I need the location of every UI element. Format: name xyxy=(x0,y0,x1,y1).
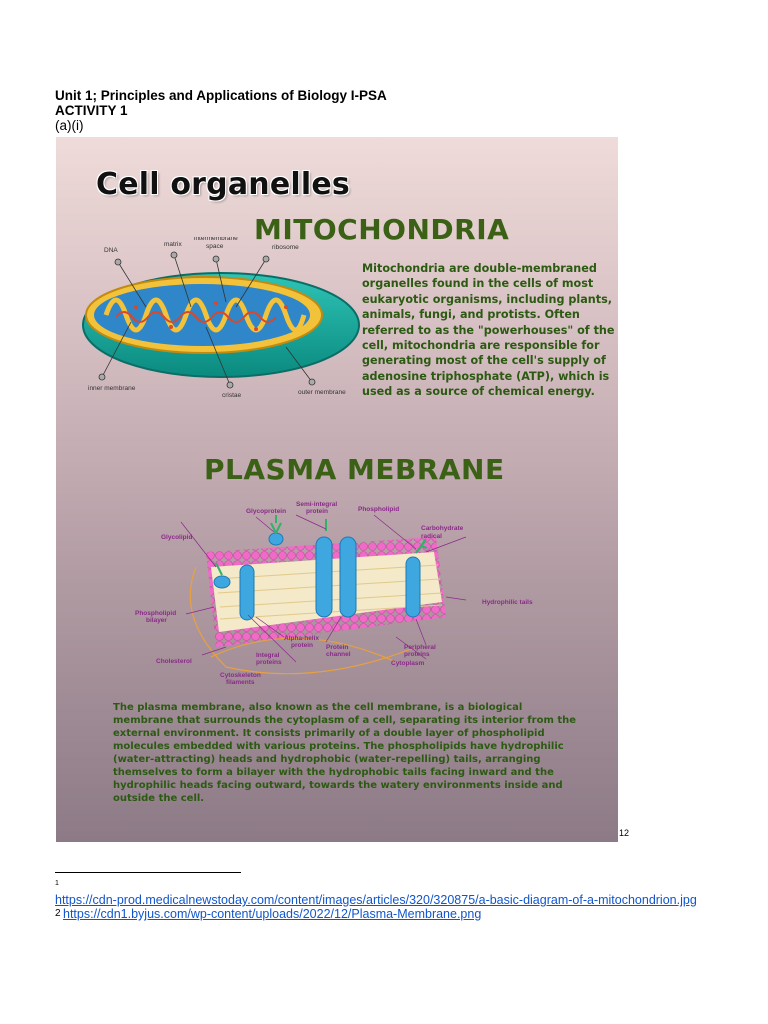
label-protein-channel-2: channel xyxy=(326,651,351,658)
label-alpha-helix-1: Alpha-helix xyxy=(284,635,319,642)
label-cytoskeleton-2: filaments xyxy=(226,679,255,686)
plasma-membrane-diagram: Glycoprotein Semi-integral protein Phosp… xyxy=(135,501,533,686)
mitochondrion-diagram: DNA matrix intermembrane space ribosome … xyxy=(82,237,360,399)
label-cristae: cristae xyxy=(222,392,242,399)
label-peripheral-2: proteins xyxy=(404,651,430,658)
footnote-1-number: 1 xyxy=(55,880,59,887)
plasma-membrane-heading: PLASMA MEBRANE xyxy=(204,453,505,486)
label-alpha-helix-2: protein xyxy=(291,642,313,649)
label-ribosome: ribosome xyxy=(272,244,299,251)
label-carbohydrate-1: Carbohydrate xyxy=(421,525,464,532)
image-footnote-refs: 12 xyxy=(619,828,630,838)
mitochondria-heading: MITOCHONDRIA xyxy=(254,213,510,246)
poster-title: Cell organelles xyxy=(96,167,350,202)
label-space: space xyxy=(206,243,224,250)
plasma-membrane-description: The plasma membrane, also known as the c… xyxy=(113,702,577,804)
footnote-2-link[interactable]: https://cdn1.byjus.com/wp-content/upload… xyxy=(63,907,482,921)
unit-heading: Unit 1; Principles and Applications of B… xyxy=(55,88,387,103)
footnote-divider xyxy=(55,872,241,873)
label-outer-membrane: outer membrane xyxy=(298,389,346,396)
mitochondrion-body xyxy=(82,272,360,378)
label-phospholipid: Phospholipid xyxy=(358,506,399,513)
label-cholesterol: Cholesterol xyxy=(156,658,192,665)
label-peripheral-1: Peripheral xyxy=(404,644,436,651)
activity-heading: ACTIVITY 1 xyxy=(55,103,128,118)
label-integral-2: proteins xyxy=(256,659,282,666)
label-glycolipid: Glycolipid xyxy=(161,534,192,541)
label-intermembrane: intermembrane xyxy=(194,237,238,242)
label-semi-integral-2: protein xyxy=(306,508,328,515)
label-matrix: matrix xyxy=(164,241,182,248)
footnote-1-link[interactable]: https://cdn-prod.medicalnewstoday.com/co… xyxy=(55,893,697,907)
footnote-2-number: 2 xyxy=(55,908,61,919)
label-integral-1: Integral xyxy=(256,652,280,659)
mitochondria-description: Mitochondria are double-membraned organe… xyxy=(362,262,615,399)
label-protein-channel-1: Protein xyxy=(326,644,348,651)
cell-organelles-poster: Cell organelles MITOCHONDRIA xyxy=(56,137,618,842)
label-phospholipid-bilayer-1: Phospholipid xyxy=(135,610,176,617)
label-phospholipid-bilayer-2: bilayer xyxy=(146,617,167,624)
label-cytoskeleton-1: Cytoskeleton xyxy=(220,672,261,679)
label-semi-integral-1: Semi-integral xyxy=(296,501,337,508)
question-number: (a)(i) xyxy=(55,118,84,133)
label-cytoplasm: Cytoplasm xyxy=(391,660,424,667)
label-hydrophilic-tails: Hydrophilic tails xyxy=(482,599,533,606)
label-glycoprotein: Glycoprotein xyxy=(246,508,286,515)
label-carbohydrate-2: radical xyxy=(421,533,442,540)
label-inner-membrane: inner membrane xyxy=(88,385,136,392)
label-dna: DNA xyxy=(104,247,118,254)
